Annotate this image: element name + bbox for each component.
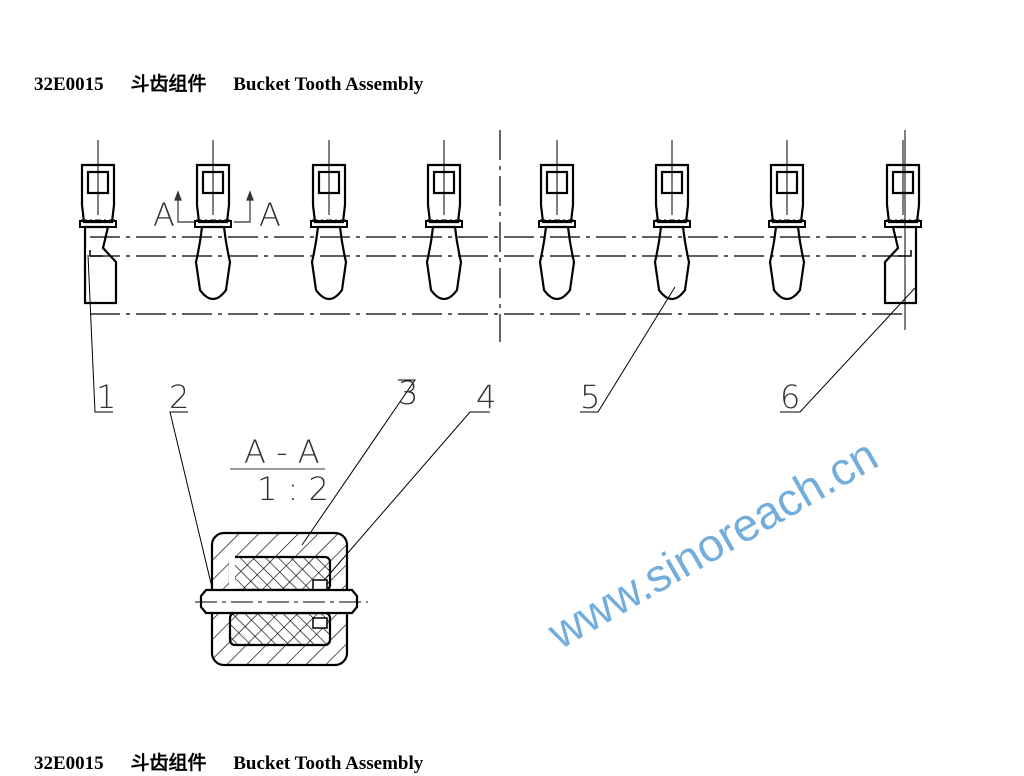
section-scale: 1 : 2 <box>257 470 329 508</box>
section-marker-right: A <box>259 196 281 234</box>
tooth <box>768 140 806 301</box>
callout-5: 5 <box>580 378 600 416</box>
part-name-cn: 斗齿组件 <box>130 753 207 774</box>
callout-6: 6 <box>780 378 800 416</box>
part-code: 32E0015 <box>34 74 104 95</box>
part-name-en: Bucket Tooth Assembly <box>233 74 424 95</box>
section-marker-left: A <box>153 196 175 234</box>
section-view <box>195 531 368 667</box>
part-code: 32E0015 <box>34 753 104 774</box>
tooth <box>538 140 576 301</box>
part-name-en: Bucket Tooth Assembly <box>233 753 424 774</box>
callout-2: 2 <box>169 378 189 416</box>
section-markers <box>174 190 254 223</box>
leader-lines <box>87 254 916 601</box>
section-title: A - A <box>244 433 320 471</box>
tooth <box>194 140 232 301</box>
callout-3: 3 <box>398 374 418 412</box>
page-title: 32E0015 斗齿组件 Bucket Tooth Assembly <box>34 69 445 96</box>
side-tooth <box>883 140 922 305</box>
tooth <box>425 140 463 301</box>
page-footer-title: 32E0015 斗齿组件 Bucket Tooth Assembly <box>34 748 445 775</box>
tooth <box>653 140 691 301</box>
side-tooth <box>79 140 118 305</box>
callout-1: 1 <box>96 378 116 416</box>
watermark: www.sinoreach.cn <box>538 428 886 659</box>
part-name-cn: 斗齿组件 <box>130 74 207 95</box>
tooth <box>310 140 348 301</box>
callout-4: 4 <box>476 378 496 416</box>
